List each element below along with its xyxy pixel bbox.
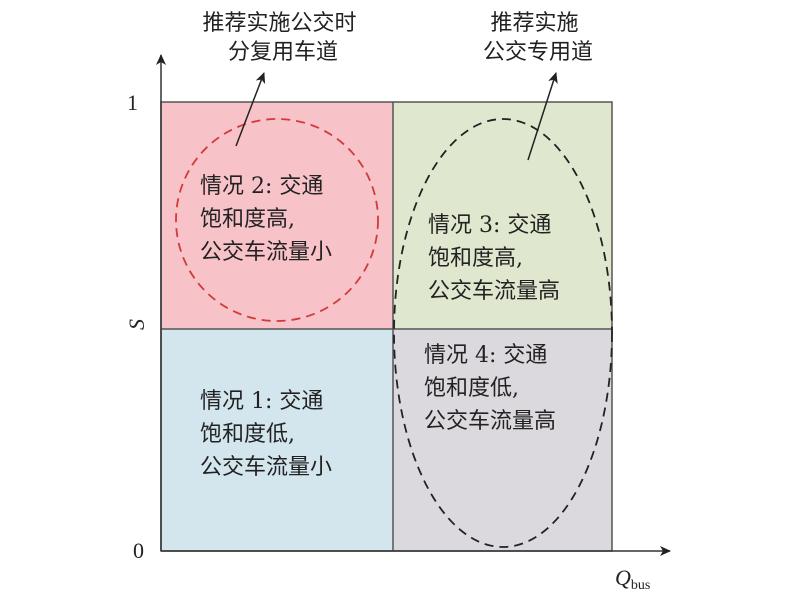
callout-right: 推荐实施 公交专用道 [483,11,593,65]
callout-right-line-2: 公交专用道 [483,40,593,65]
quadrant-3-line-3: 公交车流量高 [428,279,560,304]
y-axis-label: S [124,319,149,330]
y-tick-top: 1 [127,90,138,115]
quadrant-4-cell [393,329,612,551]
quadrant-1-line-1: 情况 1: 交通 [200,389,323,414]
quadrant-1-cell [161,329,393,551]
quadrant-4-text: 情况 4: 交通 饱和度低, 公交车流量高 [424,343,556,434]
quadrant-2-line-2: 饱和度高, [200,207,295,232]
callout-arrow-right [527,72,558,161]
quadrant-1-line-3: 公交车流量小 [200,455,332,480]
quadrant-3-line-1: 情况 3: 交通 [428,213,551,238]
x-axis-label-subscript: bus [631,578,650,593]
quadrant-3-text: 情况 3: 交通 饱和度高, 公交车流量高 [428,213,560,304]
quadrant-2-line-3: 公交车流量小 [200,240,332,265]
callout-left-line-2: 分复用车道 [228,40,338,65]
x-axis-label: Qbus [615,565,650,593]
callout-right-line-1: 推荐实施 [490,11,578,36]
red-dashed-circle [175,118,379,322]
quadrant-4-line-3: 公交车流量高 [424,409,556,434]
quadrant-2-text: 情况 2: 交通 饱和度高, 公交车流量小 [200,174,332,265]
quadrant-3-cell [393,102,612,329]
quadrant-4-line-2: 饱和度低, [424,376,519,401]
quadrant-4-line-1: 情况 4: 交通 [424,343,547,368]
black-dashed-ellipse [393,118,613,548]
x-axis-label-main: Q [615,565,631,590]
callout-arrow-left [235,72,266,147]
callout-left: 推荐实施公交时 分复用车道 [202,11,363,65]
quadrant-1-text: 情况 1: 交通 饱和度低, 公交车流量小 [200,389,332,480]
callout-left-line-1: 推荐实施公交时 [202,11,356,36]
quadrant-2-line-1: 情况 2: 交通 [200,174,323,199]
y-tick-zero: 0 [133,538,144,563]
quadrant-2-cell [161,102,393,329]
quadrant-1-line-2: 饱和度低, [200,422,295,447]
quadrant-3-line-2: 饱和度高, [428,246,523,271]
